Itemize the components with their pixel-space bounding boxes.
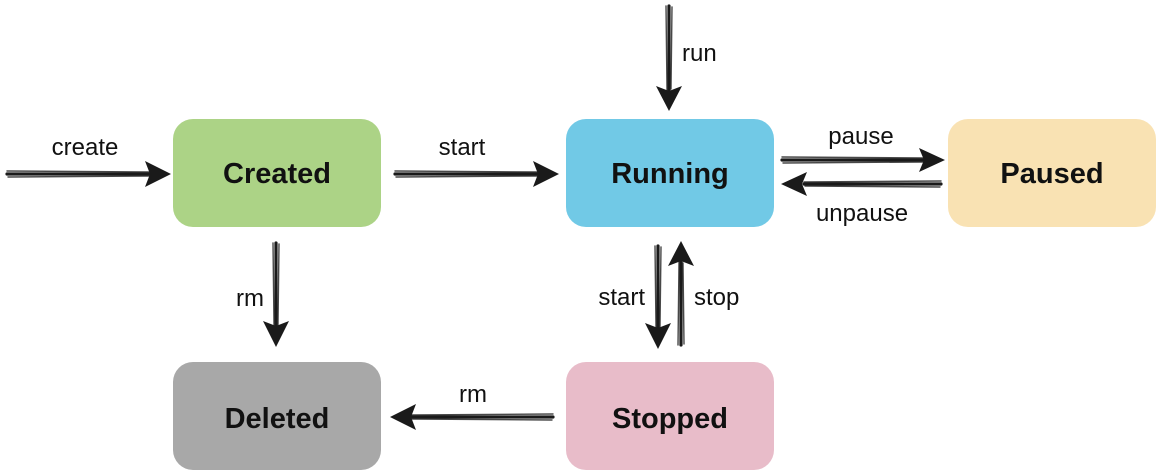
state-created-label: Created: [223, 158, 331, 190]
arrow-rm-stopped-deleted-label: rm: [459, 381, 487, 408]
arrow-create-label: create: [52, 134, 119, 161]
state-stopped-box: [566, 362, 774, 470]
arrow-create: create: [5, 134, 171, 187]
state-running-box: [566, 119, 774, 227]
state-created-box: [173, 119, 381, 227]
arrow-rm-created-deleted-label: rm: [236, 285, 264, 312]
arrow-pause-label: pause: [828, 123, 893, 150]
arrow-start-stopped-running-label: start: [598, 284, 645, 311]
arrow-pause: pause: [780, 123, 945, 172]
arrow-start-running-stopped: start: [598, 244, 671, 349]
arrow-run: run: [656, 4, 717, 111]
state-deleted-box: [173, 362, 381, 470]
state-stopped: Stopped: [566, 362, 774, 470]
arrow-rm-stopped-deleted: rm: [390, 381, 555, 430]
state-deleted-label: Deleted: [225, 403, 330, 435]
state-paused: Paused: [948, 119, 1156, 227]
arrow-run-label: run: [682, 40, 717, 67]
state-created: Created: [173, 119, 381, 227]
arrow-unpause: unpause: [781, 172, 943, 227]
arrow-rm-created-deleted: rm: [236, 241, 289, 347]
arrow-stop: stop: [668, 241, 739, 347]
state-deleted: Deleted: [173, 362, 381, 470]
state-running-label: Running: [611, 158, 729, 190]
arrow-unpause-label: unpause: [816, 200, 908, 227]
state-paused-label: Paused: [1000, 158, 1103, 190]
arrow-start-created-running-label: start: [439, 134, 486, 161]
state-stopped-label: Stopped: [612, 403, 728, 435]
state-running: Running: [566, 119, 774, 227]
arrow-start-created-running: start: [393, 134, 559, 187]
state-paused-box: [948, 119, 1156, 227]
arrow-stop-label: stop: [694, 284, 739, 311]
